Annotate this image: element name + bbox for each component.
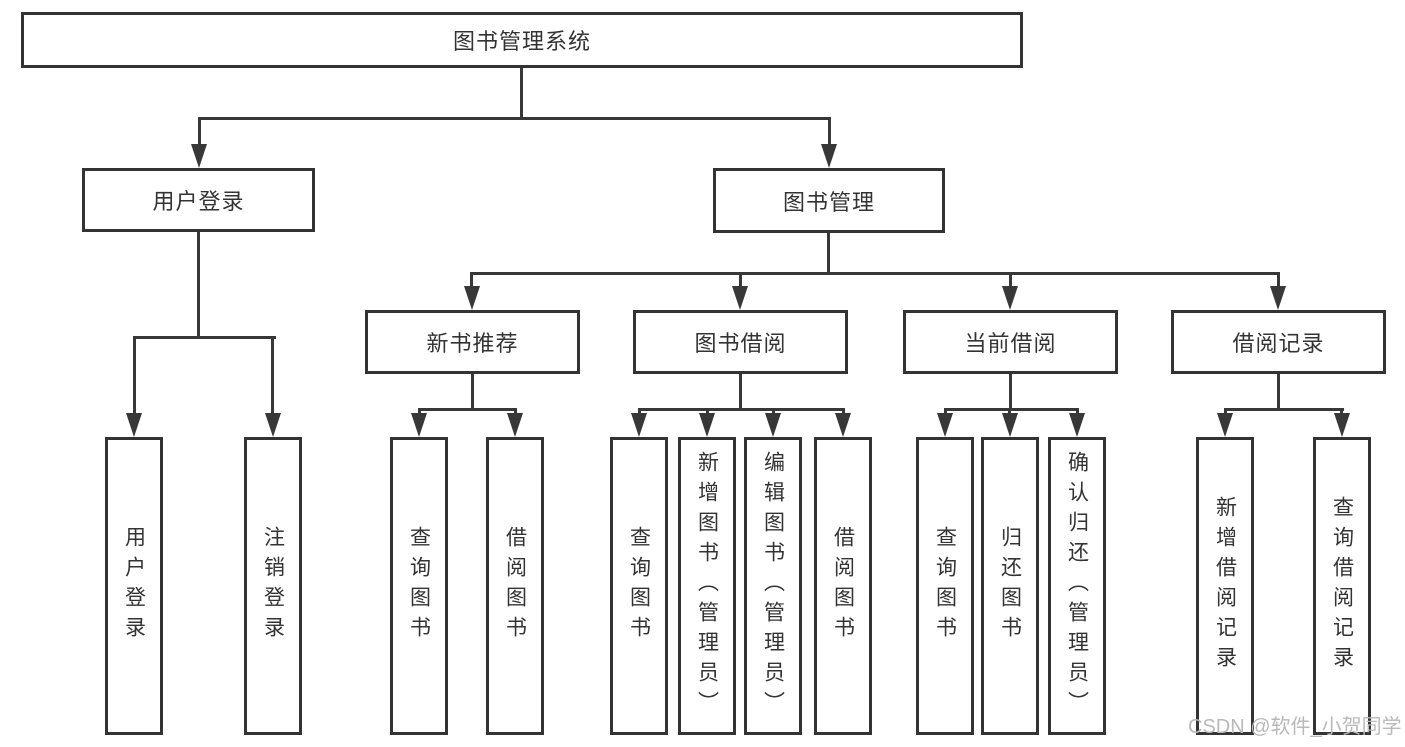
csdn-watermark: CSDN @软件_小贺同学 (1188, 716, 1402, 738)
arrow-to-book-borrow (732, 286, 748, 310)
arrow-to-leaf-confirm-return (1069, 413, 1085, 437)
leaf-recd-query-record: 查询借阅记录 (1313, 437, 1371, 735)
connector-new-rec-stub (471, 374, 474, 411)
leaf-user-login: 用户登录 (105, 437, 163, 735)
leaf-label: 借阅图书 (831, 526, 855, 646)
leaf-cur-query-books: 查询图书 (916, 437, 974, 735)
connector-cur-borrow-stub (1009, 374, 1012, 411)
leaf-label: 新增借阅记录 (1213, 496, 1237, 676)
leaf-bor-query-books: 查询图书 (610, 437, 668, 735)
arrow-to-leaf-return-books (1002, 413, 1018, 437)
arrow-to-book-mgmt (821, 144, 837, 168)
connector-user-login-stem (198, 117, 201, 150)
leaf-bor-add-books-admin: 新增图书（管理员） (678, 437, 736, 735)
connector-login-stub (197, 232, 200, 339)
arrow-to-leaf-query-books (631, 413, 647, 437)
leaf-label: 新增图书（管理员） (695, 451, 719, 721)
connector-book-mgmt-splitter (470, 272, 1280, 275)
leaf-cur-confirm-return-admin: 确认归还（管理员） (1048, 437, 1106, 735)
arrow-to-leaf-query-books (937, 413, 953, 437)
arrow-to-leaf-borrow-books (507, 413, 523, 437)
arrow-to-leaf-login (126, 413, 142, 437)
leaf-label: 归还图书 (998, 526, 1022, 646)
arrow-to-leaf-edit-books (765, 413, 781, 437)
arrow-to-leaf-add-books (699, 413, 715, 437)
leaf-label: 确认归还（管理员） (1065, 451, 1089, 721)
connector-book-borrow-stem (739, 272, 742, 292)
leaf-label: 查询图书 (407, 526, 431, 646)
arrow-to-new-rec (464, 286, 480, 310)
node-book-borrow: 图书借阅 (633, 310, 848, 374)
leaf-bor-edit-books-admin: 编辑图书（管理员） (744, 437, 802, 735)
node-current-borrow: 当前借阅 (903, 310, 1118, 374)
arrow-to-leaf-query-books (411, 413, 427, 437)
connector-records-stem (1277, 272, 1280, 292)
connector-records-stub (1277, 374, 1280, 411)
leaf-label: 用户登录 (122, 526, 146, 646)
connector-cur-borrow-stem (1009, 272, 1012, 292)
connector-login-leaf-stem-1 (133, 336, 136, 417)
arrow-to-records (1270, 286, 1286, 310)
leaf-label: 借阅图书 (503, 526, 527, 646)
leaf-recd-add-record: 新增借阅记录 (1196, 437, 1254, 735)
node-book-mgmt: 图书管理 (713, 168, 945, 233)
connector-book-mgmt-stem (828, 117, 831, 150)
arrow-to-leaf-query-record (1334, 413, 1350, 437)
leaf-logout: 注销登录 (244, 437, 302, 735)
arrow-to-user-login (191, 144, 207, 168)
leaf-label: 查询图书 (933, 526, 957, 646)
connector-top-splitter (198, 117, 831, 120)
node-root-system: 图书管理系统 (21, 12, 1023, 68)
arrow-to-leaf-borrow-books (835, 413, 851, 437)
arrow-to-cur-borrow (1002, 286, 1018, 310)
arrow-to-leaf-logout (265, 413, 281, 437)
connector-book-mgmt-stub (827, 233, 830, 275)
leaf-rec-borrow-books: 借阅图书 (486, 437, 544, 735)
connector-book-borrow-stub (739, 374, 742, 411)
leaf-label: 注销登录 (261, 526, 285, 646)
leaf-cur-return-books: 归还图书 (981, 437, 1039, 735)
node-user-login: 用户登录 (82, 168, 315, 232)
leaf-label: 查询图书 (627, 526, 651, 646)
arrow-to-leaf-add-record (1217, 413, 1233, 437)
node-borrow-records: 借阅记录 (1171, 310, 1386, 374)
leaf-bor-borrow-books: 借阅图书 (814, 437, 872, 735)
leaf-label: 查询借阅记录 (1330, 496, 1354, 676)
connector-new-rec-stem (470, 272, 473, 292)
leaf-rec-query-books: 查询图书 (390, 437, 448, 735)
connector-book-borrow-splitter (638, 408, 845, 411)
node-new-book-rec: 新书推荐 (365, 310, 580, 374)
connector-root-stub (520, 68, 523, 120)
connector-cur-borrow-splitter (944, 408, 1079, 411)
connector-new-rec-splitter (418, 408, 517, 411)
leaf-label: 编辑图书（管理员） (761, 451, 785, 721)
connector-login-leaf-stem-2 (271, 336, 274, 417)
connector-records-splitter (1224, 408, 1344, 411)
connector-login-splitter (133, 336, 276, 339)
